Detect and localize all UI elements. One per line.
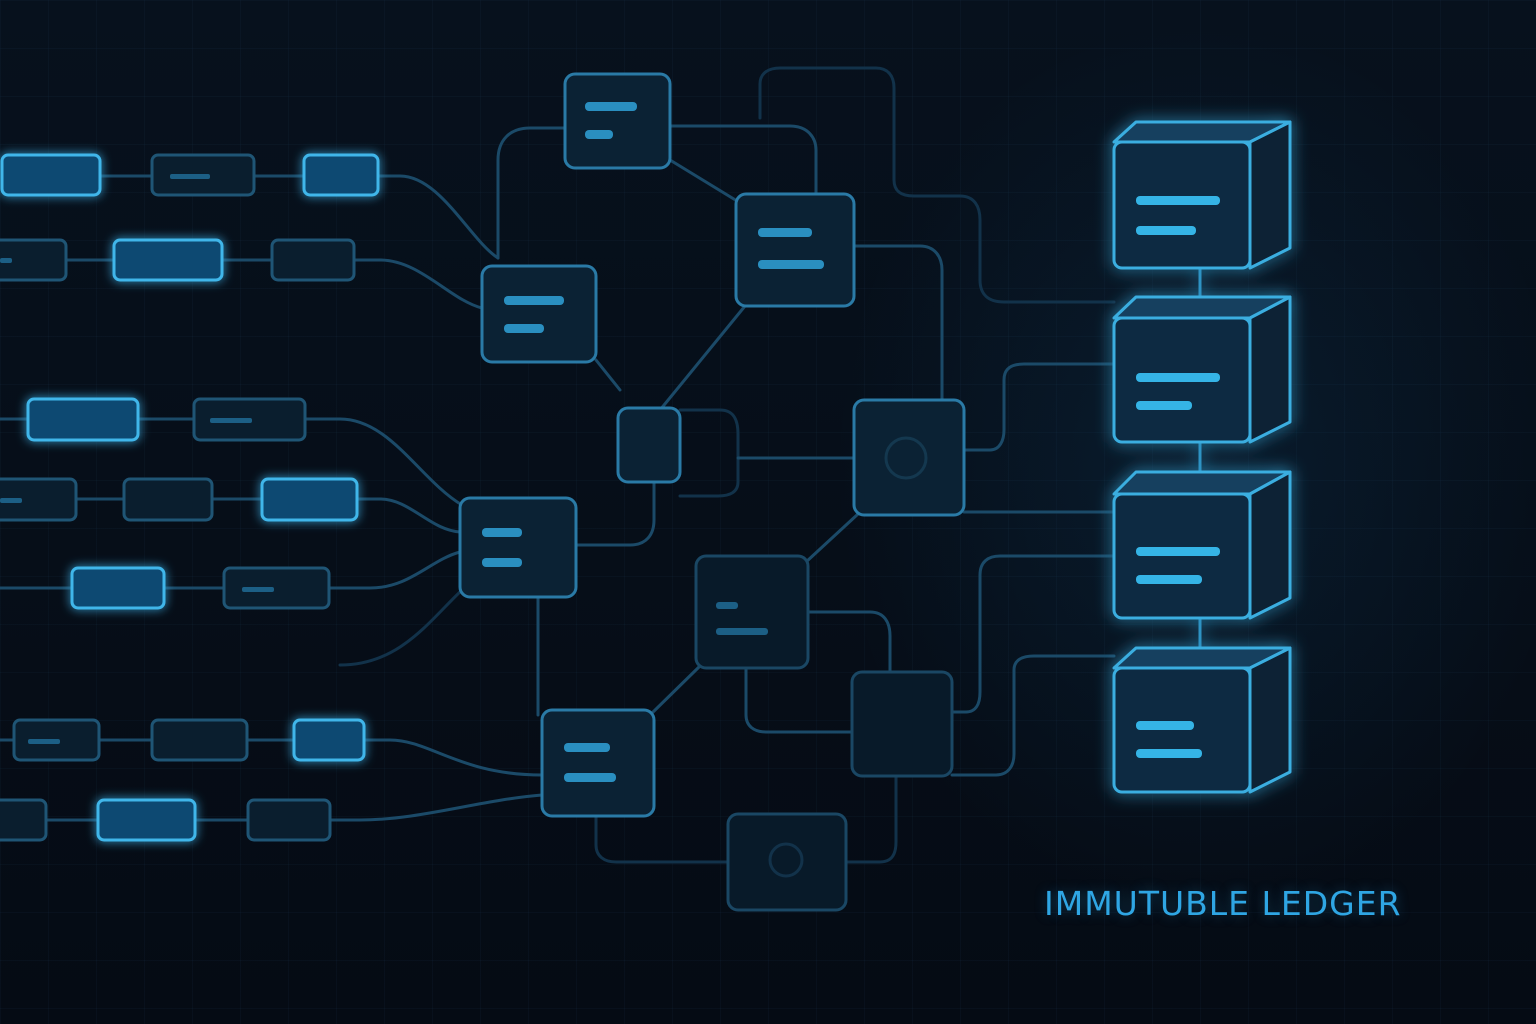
ledger-block-icon bbox=[1112, 295, 1292, 444]
chip-icon bbox=[246, 798, 332, 842]
ledger-label: IMMUTUBLE LEDGER bbox=[1044, 884, 1402, 923]
node-icon bbox=[616, 406, 682, 484]
transaction-chains bbox=[0, 153, 380, 842]
chip-icon bbox=[150, 718, 249, 762]
chip-icon bbox=[122, 477, 214, 522]
chip-icon bbox=[26, 397, 140, 442]
chip-icon bbox=[302, 153, 380, 197]
node-icon bbox=[563, 72, 672, 170]
chip-icon bbox=[0, 798, 48, 842]
chip-icon bbox=[0, 238, 68, 282]
node-icon bbox=[734, 192, 856, 308]
chip-icon bbox=[112, 238, 224, 282]
ledger-block-icon bbox=[1112, 646, 1292, 794]
chip-icon bbox=[0, 477, 78, 522]
node-icon bbox=[694, 554, 810, 670]
chip-icon bbox=[260, 477, 359, 522]
chip-icon bbox=[96, 798, 197, 842]
ledger-block-icon bbox=[1112, 470, 1292, 620]
chip-icon bbox=[292, 718, 366, 762]
network-nodes bbox=[458, 72, 966, 912]
ledger-block-icon bbox=[1112, 120, 1292, 270]
chip-icon bbox=[70, 566, 166, 610]
chip-icon bbox=[0, 153, 102, 197]
node-icon bbox=[726, 812, 848, 912]
node-icon bbox=[480, 264, 598, 364]
node-icon bbox=[850, 670, 954, 778]
chip-icon bbox=[270, 238, 356, 282]
ledger-chain bbox=[1112, 120, 1292, 794]
connection-wires bbox=[0, 66, 1116, 864]
node-icon bbox=[852, 398, 966, 517]
node-icon bbox=[540, 708, 656, 818]
chip-icon bbox=[222, 566, 331, 610]
node-icon bbox=[458, 496, 578, 599]
